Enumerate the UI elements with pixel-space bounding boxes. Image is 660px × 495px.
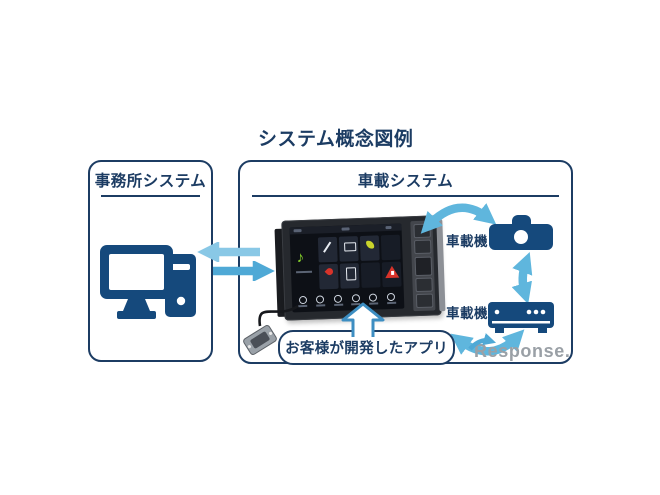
head-unit-button (414, 256, 432, 276)
device-bottom-label: 車載機 (446, 306, 488, 321)
screen-status-bar (289, 223, 402, 235)
head-unit-button (415, 293, 433, 309)
pin-tile-icon (318, 263, 339, 290)
response-watermark: Response. (468, 333, 570, 362)
route-tile-icon (317, 236, 338, 263)
desktop-computer-icon (100, 245, 196, 319)
blank-tile (360, 262, 381, 288)
sync-arrow-left-icon (197, 242, 260, 262)
doc-tile-icon (339, 263, 360, 289)
nav-tile-icon (359, 235, 380, 262)
page-title: システム概念図例 (258, 129, 414, 150)
music-tile-label (296, 270, 313, 274)
warning-triangle-icon (381, 261, 402, 288)
music-note-icon: ♪ (296, 248, 305, 267)
watermark-arrow-icon (468, 333, 497, 351)
head-unit-button (413, 239, 431, 255)
card-tile-icon (338, 236, 359, 262)
office-title-underline (101, 195, 200, 197)
vga-cable-icon (243, 304, 299, 355)
head-unit-screen: ♪ (289, 223, 405, 313)
vehicle-title-underline (252, 195, 559, 197)
vertical-sync-arrow-icon (511, 252, 533, 305)
office-system-title: 事務所システム (94, 173, 207, 190)
vehicle-system-title: 車載システム (357, 173, 454, 190)
av-box-device-icon (488, 302, 554, 333)
bottom-sync-arrow-icon (450, 329, 525, 356)
shortcut-icon (316, 294, 326, 307)
up-arrow-icon (341, 302, 385, 337)
app-tile-grid (317, 234, 402, 290)
camera-device-icon (489, 215, 553, 250)
sync-arrow-right-icon (213, 261, 275, 281)
blank-tile (380, 234, 401, 261)
app-callout: お客様が開発したアプリ (278, 330, 455, 365)
shortcut-icon (386, 292, 396, 304)
device-top-label: 車載機 (446, 234, 488, 249)
head-unit-button (414, 277, 433, 292)
top-sync-arrow-icon (420, 203, 497, 234)
app-callout-label: お客様が開発したアプリ (285, 341, 448, 357)
